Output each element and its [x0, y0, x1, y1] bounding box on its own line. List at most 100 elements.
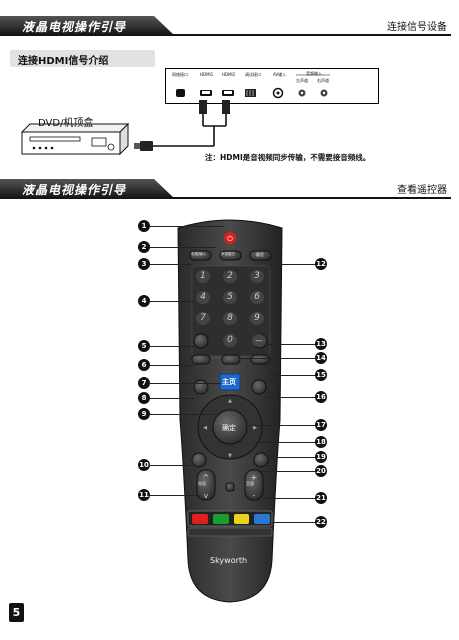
callout-number: 6: [138, 359, 150, 371]
section-title: 连接信号设备: [387, 22, 447, 33]
svg-text:-: -: [253, 491, 256, 500]
page-number: 5: [9, 603, 24, 622]
device-label: DVD/机顶盒: [38, 118, 94, 129]
callout-leader-line: [266, 397, 315, 398]
callout-number: 12: [315, 258, 327, 270]
digit-key[interactable]: 8: [223, 312, 237, 325]
callout-number: 16: [315, 391, 327, 403]
hdmi-connection-diagram: [20, 100, 230, 156]
panel-label-audio: 音频输入: [306, 71, 322, 76]
callout-leader-line: [150, 398, 194, 399]
yellow-key[interactable]: [233, 514, 250, 524]
digit-key[interactable]: 4: [196, 291, 210, 304]
subheading-text: 连接HDMI信号介绍: [18, 56, 109, 67]
callout-leader-line: [150, 247, 216, 248]
callout-number: 19: [315, 451, 327, 463]
callout-leader-line: [271, 264, 315, 265]
callout-leader-line: [272, 522, 315, 523]
page-header: 液晶电视操作引导 连接信号设备: [0, 14, 459, 36]
header-title: 液晶电视操作引导: [22, 183, 127, 197]
callout-leader-line: [240, 358, 315, 359]
panel-label-debug: 调试接口: [245, 72, 261, 77]
panel-label-av: AV输入: [273, 72, 287, 77]
callout-leader-line: [150, 346, 195, 347]
svg-text:▲: ▲: [228, 398, 232, 404]
callout-leader-line: [248, 425, 315, 426]
callout-number: 18: [315, 436, 327, 448]
remote-brand: Skyworth: [210, 556, 248, 565]
svg-text:▼: ▼: [228, 453, 232, 459]
picture-button-label: 声音模式: [221, 252, 235, 256]
header-title: 液晶电视操作引导: [22, 20, 127, 34]
callout-leader-line: [150, 264, 191, 265]
callout-number: 9: [138, 408, 150, 420]
tv-button-label: 电视/输入: [191, 252, 207, 256]
ok-button-label: 确定: [222, 424, 236, 432]
panel-label-network: 网络接口: [172, 72, 188, 77]
callout-leader-line: [150, 301, 196, 302]
svg-text:⏻: ⏻: [227, 235, 233, 243]
digit-key[interactable]: 2: [223, 270, 237, 283]
panel-label-hdmi1: HDMI1: [200, 72, 214, 77]
page-header-2: 液晶电视操作引导 查看遥控器: [0, 177, 459, 199]
digit-key[interactable]: 0: [223, 334, 237, 347]
callout-leader-line: [263, 498, 315, 499]
callout-leader-line: [266, 344, 315, 345]
callout-number: 20: [315, 465, 327, 477]
blue-key[interactable]: [254, 514, 270, 524]
callout-number: 22: [315, 516, 327, 528]
callout-leader-line: [150, 465, 192, 466]
hdmi-note: 注：HDMI是音视频同步传输，不需要接音频线。: [205, 153, 371, 162]
svg-text:v: v: [204, 492, 208, 500]
callout-leader-line: [150, 226, 224, 227]
section-title: 查看遥控器: [397, 185, 447, 196]
volume-label: 音量: [246, 481, 254, 486]
callout-number: 14: [315, 352, 327, 364]
green-key[interactable]: [212, 514, 229, 524]
callout-leader-line: [150, 365, 193, 366]
callout-leader-line: [261, 471, 315, 472]
callout-number: 10: [138, 459, 150, 471]
digit-key[interactable]: 1: [196, 270, 210, 283]
mute-button-label: 静音: [256, 252, 264, 257]
callout-number: 13: [315, 338, 327, 350]
dash-key[interactable]: —: [252, 334, 266, 347]
tv-back-panel: 网络接口 HDMI1 HDMI2 调试接口 AV输入 左声道 右声道 音频输入: [165, 68, 379, 104]
callout-number: 2: [138, 241, 150, 253]
home-button-label: 主页: [222, 378, 236, 386]
callout-number: 3: [138, 258, 150, 270]
digit-key[interactable]: 3: [250, 270, 264, 283]
callout-leader-line: [269, 375, 315, 376]
callout-number: 8: [138, 392, 150, 404]
panel-label-right: 右声道: [317, 78, 329, 83]
digit-key[interactable]: 7: [196, 312, 210, 325]
svg-text:◀: ◀: [203, 425, 207, 431]
callout-leader-line: [150, 383, 221, 384]
svg-text:^: ^: [203, 473, 210, 482]
panel-label-hdmi2: HDMI2: [222, 72, 236, 77]
svg-text:+: +: [251, 473, 258, 482]
panel-label-left: 左声道: [296, 78, 308, 83]
header-bar: [0, 16, 175, 36]
callout-leader-line: [268, 457, 315, 458]
callout-number: 1: [138, 220, 150, 232]
panel-ports: [176, 74, 330, 99]
channel-label: 频道: [198, 481, 206, 486]
callout-number: 11: [138, 489, 150, 501]
header-bar: [0, 179, 175, 199]
svg-text:▶: ▶: [253, 425, 257, 431]
callout-number: 5: [138, 340, 150, 352]
callout-number: 7: [138, 377, 150, 389]
header-rule: [170, 34, 451, 36]
callout-leader-line: [150, 414, 214, 415]
digit-key[interactable]: 5: [223, 291, 237, 304]
color-keys: [192, 514, 270, 524]
callout-number: 4: [138, 295, 150, 307]
callout-leader-line: [150, 495, 197, 496]
callout-leader-line: [255, 442, 315, 443]
callout-number: 21: [315, 492, 327, 504]
digit-key[interactable]: 9: [250, 312, 264, 325]
digit-key[interactable]: 6: [250, 291, 264, 304]
red-key[interactable]: [192, 514, 208, 524]
